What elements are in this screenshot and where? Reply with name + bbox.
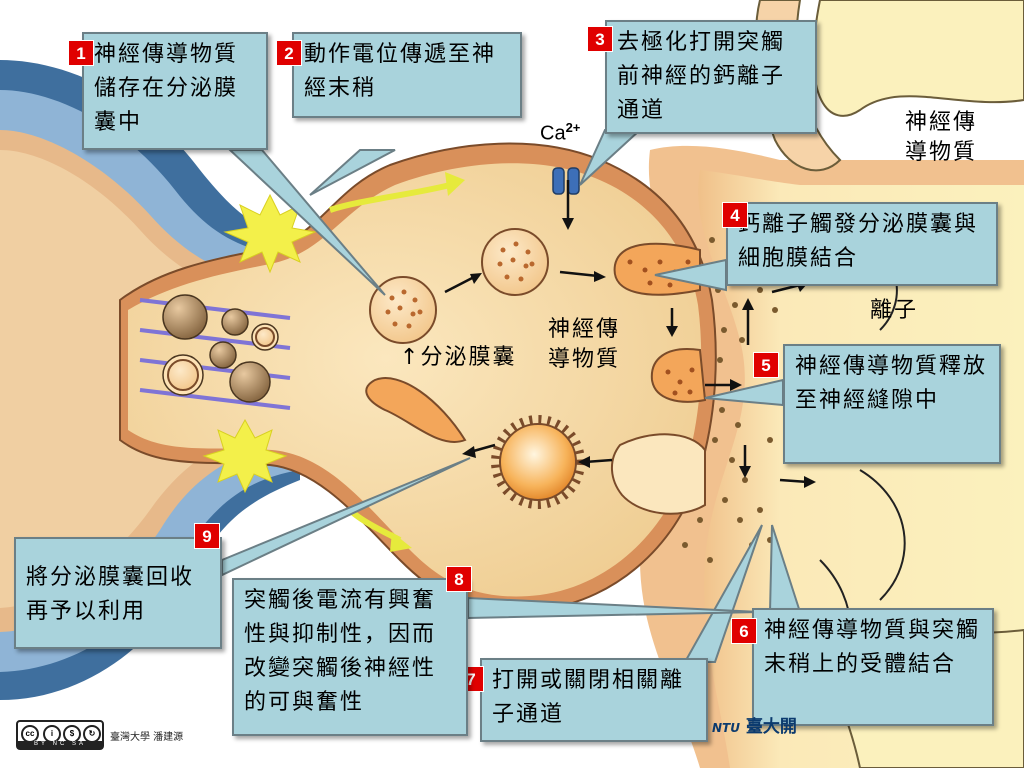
step-5-text: 神經傳導物質釋放至神經縫隙中 xyxy=(795,354,988,413)
license-text: BY NC SA xyxy=(18,741,102,748)
recycling-vesicles xyxy=(491,415,706,515)
step-3-text: 去極化打開突觸前神經的鈣離子通道 xyxy=(617,30,786,123)
step-5-callout: 神經傳導物質釋放至神經縫隙中 xyxy=(783,344,1001,464)
step-6-number: 6 xyxy=(731,618,757,644)
step-4-number: 4 xyxy=(722,202,748,228)
step-9-callout: 將分泌膜囊回收再予以利用 xyxy=(14,537,222,649)
step-7-callout: 打開或關閉相關離子通道 xyxy=(480,658,708,742)
action-potential-bursts xyxy=(202,193,317,494)
step-6-text: 神經傳導物質與突觸末稍上的受體結合 xyxy=(764,618,981,677)
step-1-text: 神經傳導物質儲存在分泌膜囊中 xyxy=(94,42,239,135)
step-1-callout: 神經傳導物質儲存在分泌膜囊中 xyxy=(82,32,268,150)
vesicle-dots xyxy=(385,241,535,329)
step-2-text: 動作電位傳遞至神經末稍 xyxy=(304,42,497,101)
step-9-text: 將分泌膜囊回收再予以利用 xyxy=(26,565,195,624)
neurotransmitter-label-mid: 神經傳導物質 xyxy=(548,315,638,375)
callout-pointers xyxy=(221,129,802,663)
step-8-callout: 突觸後電流有興奮性與抑制性，因而改變突觸後神經性的可與奮性 xyxy=(232,578,468,736)
step-8-number: 8 xyxy=(446,566,472,592)
step-4-callout: 鈣離子觸發分泌膜囊與細胞膜結合 xyxy=(726,202,998,286)
step-2-number: 2 xyxy=(276,40,302,66)
step-6-callout: 神經傳導物質與突觸末稍上的受體結合 xyxy=(752,608,994,726)
ntu-logo: NTU 臺大開 xyxy=(712,712,797,737)
author-credit: 臺灣大學 潘建源 xyxy=(110,731,184,743)
propagation-arrowheads xyxy=(390,172,465,552)
neurotransmitter-label-mid-text: 神經傳導物質 xyxy=(548,317,621,372)
calcium-ion-charge: 2+ xyxy=(565,120,581,135)
neurotransmitter-label-right: 神經傳導物質 xyxy=(905,108,995,168)
ion-label-text: 離子 xyxy=(870,298,919,323)
ntu-logo-mark: NTU xyxy=(712,721,740,735)
step-3-number: 3 xyxy=(587,26,613,52)
step-4-text: 鈣離子觸發分泌膜囊與細胞膜結合 xyxy=(738,212,979,271)
synaptic-vesicles xyxy=(167,228,549,391)
step-8-text: 突觸後電流有興奮性與抑制性，因而改變突觸後神經性的可與奮性 xyxy=(244,588,437,715)
vesicle-up-arrow-icon: ↑ xyxy=(400,345,421,370)
ntu-logo-name: 臺大開 xyxy=(745,717,797,737)
calcium-channel xyxy=(552,167,580,195)
step-3-callout: 去極化打開突觸前神經的鈣離子通道 xyxy=(605,20,817,134)
cc-license-icon: cc i $ ↻ BY NC SA xyxy=(16,720,104,750)
vesicle-label-text: 分泌膜囊 xyxy=(420,345,517,370)
calcium-ion-base: Ca xyxy=(540,122,566,145)
step-2-callout: 動作電位傳遞至神經末稍 xyxy=(292,32,522,118)
neurotransmitter-label-right-text: 神經傳導物質 xyxy=(905,110,978,165)
vesicle-label: ↑分泌膜囊 xyxy=(400,343,516,373)
step-9-number: 9 xyxy=(194,523,220,549)
license-badge: cc i $ ↻ BY NC SA 臺灣大學 潘建源 xyxy=(16,720,183,750)
fusing-vesicles xyxy=(365,242,707,443)
calcium-ion-label: Ca2+ xyxy=(540,120,580,146)
ion-label: 離子 xyxy=(870,296,918,326)
step-1-number: 1 xyxy=(68,40,94,66)
step-5-number: 5 xyxy=(753,352,779,378)
step-7-text: 打開或關閉相關離子通道 xyxy=(492,668,685,727)
